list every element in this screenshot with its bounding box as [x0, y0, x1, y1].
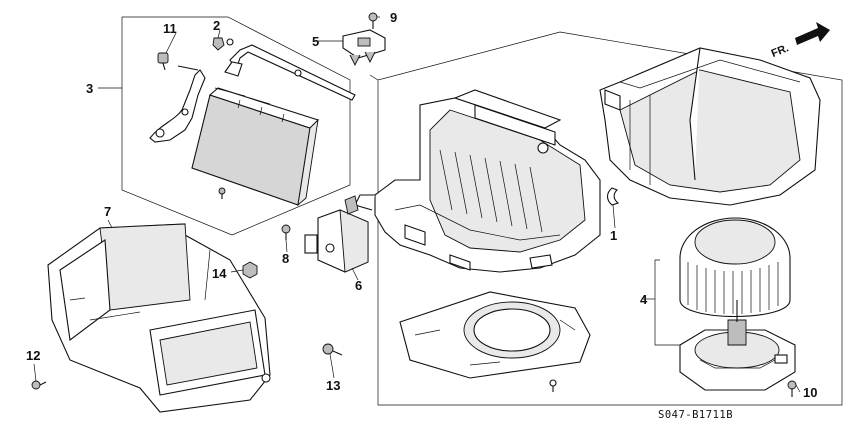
callout-14: 14 — [212, 266, 227, 281]
callout-6: 6 — [355, 278, 362, 293]
catalog-code: S047-B1711B — [658, 409, 733, 421]
blower-resistor — [342, 29, 386, 67]
filter-screw — [218, 187, 226, 199]
callout-13: 13 — [326, 378, 340, 393]
screw-8 — [281, 224, 291, 240]
callout-1: 1 — [610, 228, 617, 243]
intake-duct — [47, 223, 271, 413]
callout-12: 12 — [26, 348, 40, 363]
callout-7: 7 — [104, 204, 111, 219]
screw-13 — [322, 343, 343, 356]
callout-3: 3 — [86, 81, 93, 96]
callout-2: 2 — [213, 18, 220, 33]
screw-10 — [787, 380, 797, 397]
nut-14 — [242, 261, 258, 279]
air-filter — [191, 87, 320, 207]
blower-motor — [679, 300, 796, 391]
callout-5: 5 — [312, 34, 319, 49]
group-boundary-motor — [654, 259, 680, 346]
callout-8: 8 — [282, 251, 289, 266]
callout-11: 11 — [163, 21, 177, 36]
leader-lines — [33, 16, 801, 393]
screw-9 — [368, 12, 378, 29]
callout-9: 9 — [390, 10, 397, 25]
screw-12 — [31, 380, 47, 390]
group-boundary-right — [369, 31, 843, 406]
recirculation-actuator — [304, 195, 369, 273]
front-direction-arrow: FR. — [770, 22, 830, 60]
blower-fan — [679, 217, 791, 317]
callout-4: 4 — [640, 292, 648, 307]
scroll-housing — [599, 47, 821, 206]
blower-housing — [354, 89, 601, 273]
callout-10: 10 — [803, 385, 817, 400]
seal-plate — [399, 291, 591, 392]
clip-1 — [606, 187, 620, 206]
bolt-11 — [157, 52, 169, 71]
direction-label: FR. — [770, 42, 791, 60]
clip-2 — [212, 37, 234, 51]
group-boundary-left — [121, 16, 351, 236]
callouts: 11 2 3 5 9 1 4 6 8 14 7 12 13 10 — [26, 10, 817, 400]
air-mix-linkage — [149, 44, 356, 143]
